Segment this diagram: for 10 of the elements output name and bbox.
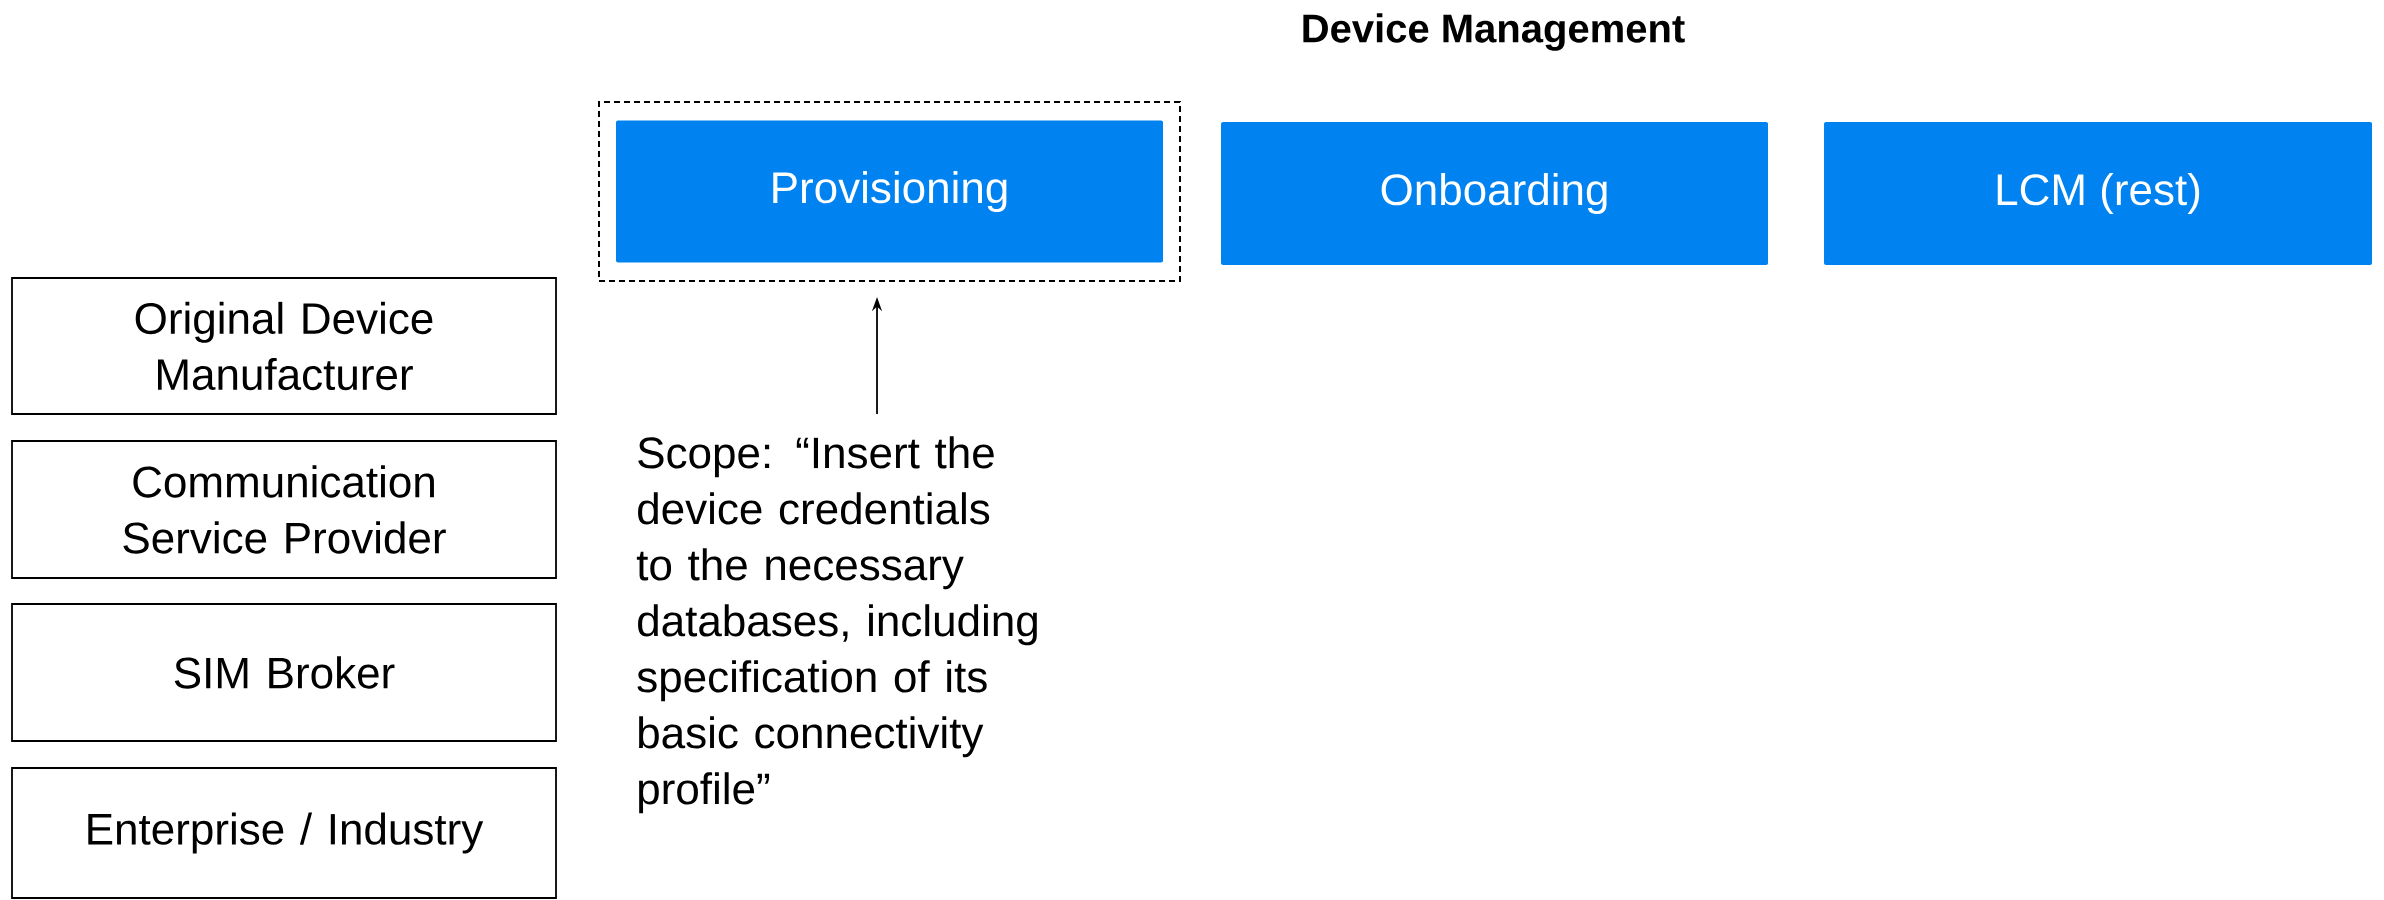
dashed-box <box>598 101 1181 282</box>
scope-note: Scope: “Insert the device credentials to the necessary databases, including specification of its basic connectivity profile” <box>636 436 1037 814</box>
process-box: LCM (rest) <box>1824 122 2373 265</box>
actor-box: Enterprise / Industry <box>11 767 557 899</box>
process-box: Onboarding <box>1221 122 1768 265</box>
title: Device Management <box>1303 13 1685 51</box>
actor-box: SIM Broker <box>11 603 557 742</box>
actor-box: Original Device Manufacturer <box>11 277 557 415</box>
actor-box: Communication Service Provider <box>11 440 557 579</box>
process-box: Provisioning <box>616 120 1163 263</box>
